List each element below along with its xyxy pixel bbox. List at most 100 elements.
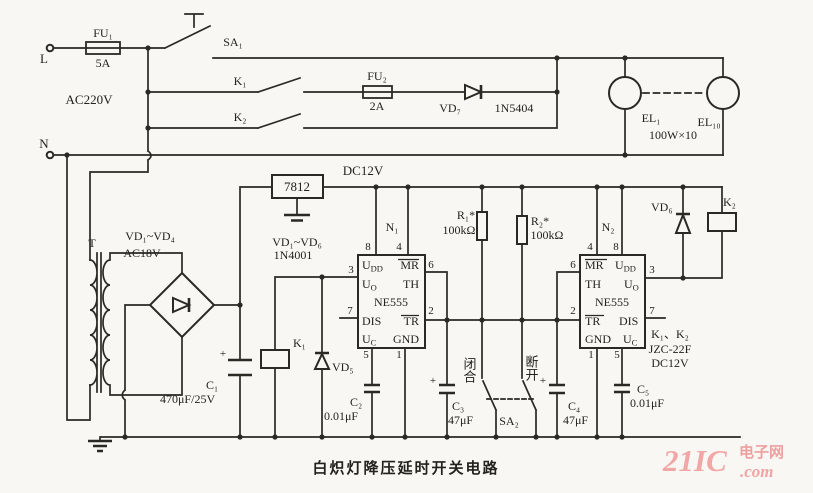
n1-pin7: 7 (347, 305, 353, 317)
n1-pin1: 1 (396, 349, 402, 361)
timer1-wiring (274, 186, 581, 438)
regulator-7812-box (271, 174, 324, 199)
lamp-el10-icon (706, 76, 740, 110)
n1-mr: MR (400, 258, 419, 272)
label-c3-polarity: + (430, 375, 436, 387)
label-r2: R₂* (531, 214, 549, 228)
n2-uo: UO (624, 277, 639, 293)
n1-pin5: 5 (363, 349, 369, 361)
n2-pin4: 4 (587, 241, 593, 253)
n1-udd: UDD (362, 258, 383, 274)
earth-ground-symbol (88, 439, 112, 453)
label-bridge-diodes: VD₁~VD₄ (125, 229, 175, 243)
diode-vd5-symbol (313, 351, 331, 370)
fuse1-symbol (85, 41, 121, 55)
label-dc-rail: DC12V (343, 163, 384, 178)
label-sa2-open-position: 断开 (524, 355, 539, 381)
capacitor-plates (228, 358, 630, 395)
label-relay-spec-1: K₁、K₂ (651, 327, 689, 341)
label-c5: C₅ (637, 382, 649, 396)
n2-th: TH (585, 277, 601, 291)
label-transformer: T (88, 236, 96, 250)
n2-pin1: 1 (588, 349, 594, 361)
n2-part: NE555 (595, 295, 629, 309)
n2-pin3: 3 (649, 264, 655, 276)
label-sa2: SA₂ (499, 414, 519, 428)
label-contact-k1: K₁ (234, 74, 247, 88)
label-fuse2-rating: 2A (370, 99, 385, 113)
n1-pin6: 6 (428, 259, 434, 271)
label-el10: EL₁₀ (697, 115, 720, 129)
label-sa2-close-position: 闭合 (462, 357, 477, 383)
label-c4-polarity: + (540, 375, 546, 387)
watermark-site-suffix: .com (740, 462, 774, 481)
n2-tr: TR (585, 314, 600, 328)
n2-mr: MR (585, 258, 604, 272)
relay-coil-k2-symbol (707, 212, 737, 232)
label-vd6: VD₆ (651, 200, 673, 214)
watermark-brand: 21IC (662, 443, 727, 478)
n2-pin2: 2 (570, 305, 576, 317)
label-c1-polarity: + (220, 348, 226, 360)
n1-pin3: 3 (348, 264, 354, 276)
n1-uc: UC (362, 332, 377, 348)
n1-part: NE555 (374, 295, 408, 309)
diode-cathode-bars (187, 85, 690, 355)
timer2-ne555-box (579, 254, 646, 349)
label-c1: C₁ (206, 378, 218, 392)
label-c5-value: 0.01μF (630, 396, 664, 410)
n1-pin4: 4 (396, 241, 402, 253)
n1-th: TH (403, 277, 419, 291)
label-relay-spec-3: DC12V (651, 356, 689, 370)
terminal-neutral (45, 150, 55, 160)
label-c2: C₂ (350, 395, 362, 409)
label-contact-k2: K₂ (234, 110, 247, 124)
n2-dis: DIS (619, 314, 638, 328)
n1-tr: TR (404, 314, 419, 328)
label-vd5: VD₅ (332, 360, 354, 374)
label-r2-value: 100kΩ (531, 228, 564, 242)
label-regulator: 7812 (284, 179, 310, 194)
label-c1-value: 470μF/25V (160, 392, 215, 406)
label-vd7-part: 1N5404 (495, 101, 534, 115)
label-lamp-rating: 100W×10 (649, 128, 697, 142)
label-c4: C₄ (568, 399, 580, 413)
n1-uo: UO (362, 277, 377, 293)
label-rectifier-group: VD₁~VD₆ (272, 235, 322, 249)
junction-dots (64, 45, 686, 440)
label-n2: N₂ (602, 220, 615, 234)
label-neutral: N (39, 136, 49, 151)
diagram-title: 白炽灯降压延时开关电路 (312, 459, 499, 477)
label-mains-voltage: AC220V (66, 92, 114, 107)
timing-switch-wiring (481, 186, 581, 438)
n2-uc: UC (623, 332, 638, 348)
relay-coil-k1-symbol (260, 349, 290, 369)
terminal-live (45, 43, 55, 53)
label-c3-value: 47μF (448, 413, 473, 427)
label-c2-value: 0.01μF (324, 409, 358, 423)
label-fuse1: FU₁ (93, 26, 113, 40)
active-low-overlines (398, 258, 607, 317)
label-k2-coil: K₂ (723, 195, 736, 209)
n2-pin8: 8 (613, 241, 619, 253)
diode-vd7-symbol (464, 83, 484, 101)
label-c3: C₃ (452, 399, 464, 413)
diode-vd6-symbol (674, 212, 692, 234)
label-sa1: SA₁ (223, 35, 243, 49)
label-rectifier-part: 1N4001 (274, 248, 313, 262)
transformer-symbol (89, 252, 183, 396)
label-c4-value: 47μF (563, 413, 588, 427)
n1-dis: DIS (362, 314, 381, 328)
n2-pin7: 7 (649, 305, 655, 317)
resistor-r1-symbol (476, 211, 488, 241)
bridge-diode-glyph (172, 296, 192, 314)
label-secondary-voltage: AC18V (123, 246, 161, 260)
ground-rail (88, 436, 741, 453)
label-r1: R₁* (457, 208, 475, 222)
label-live: L (40, 51, 48, 66)
resistor-r2-symbol (516, 215, 528, 245)
label-vd7: VD₇ (439, 101, 461, 115)
label-n1: N₁ (386, 220, 399, 234)
label-relay-spec-2: JZC-22F (649, 342, 692, 356)
